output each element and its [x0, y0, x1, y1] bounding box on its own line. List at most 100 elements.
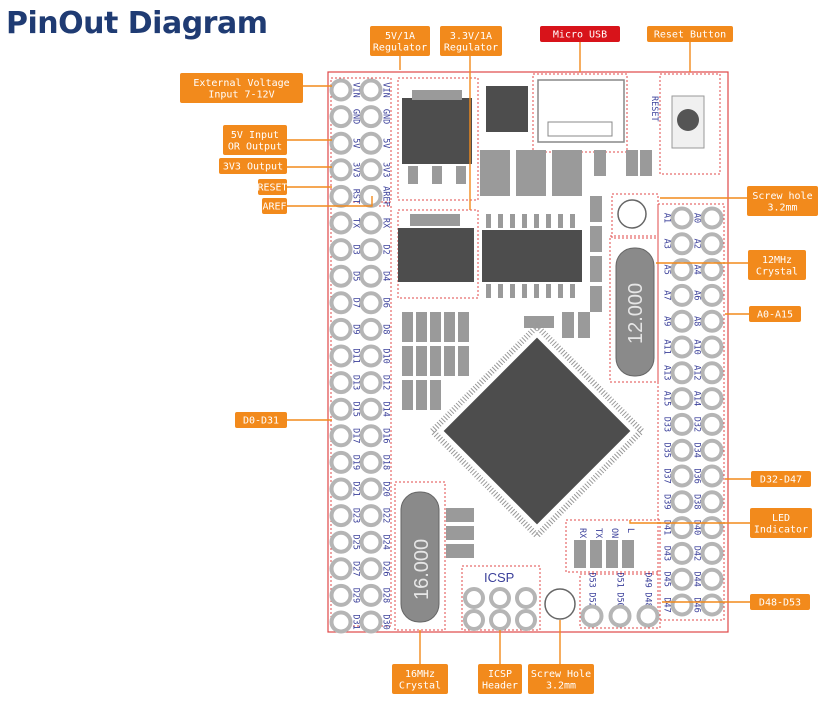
pin-d27 — [329, 557, 353, 581]
pin-label-d12: D12 — [381, 375, 391, 390]
passive — [578, 312, 590, 338]
passive — [416, 312, 427, 342]
pin-label-d52: D52 — [587, 592, 597, 607]
pin-d14 — [359, 397, 383, 421]
regulator-5v-lead — [456, 166, 466, 184]
pin-d19 — [329, 450, 353, 474]
pin-d20 — [359, 477, 383, 501]
pin-label-a12: A12 — [692, 365, 702, 380]
screw-hole-top-frame — [611, 193, 659, 239]
pin-label-5v: 5V — [381, 138, 391, 148]
pin-label-d20: D20 — [381, 481, 391, 496]
callout-text: D0-D31 — [243, 416, 279, 427]
passive — [590, 256, 602, 282]
passive — [416, 380, 427, 410]
pin-label-d22: D22 — [381, 508, 391, 523]
regulator-5v-lead — [432, 166, 442, 184]
pin-label-d15: D15 — [351, 402, 361, 417]
pin-a11 — [670, 335, 694, 359]
usb-diode — [486, 86, 528, 132]
pin-d4 — [359, 264, 383, 288]
pin-label-d51: D51 — [615, 572, 625, 587]
led-label-l: L — [625, 528, 635, 533]
right-header — [657, 203, 725, 621]
pin-d21 — [329, 477, 353, 501]
passive — [402, 312, 413, 342]
ic-pin — [546, 214, 551, 228]
pin-label-d23: D23 — [351, 508, 361, 523]
pin-d10 — [359, 344, 383, 368]
pin-d29 — [329, 583, 353, 607]
pin-label-rx: RX — [381, 218, 391, 229]
pin-tx — [329, 211, 353, 235]
pin-label-d5: D5 — [351, 271, 361, 281]
pin-label-d11: D11 — [351, 348, 361, 363]
smd — [594, 150, 606, 176]
pin-label-d48: D48 — [643, 592, 653, 607]
passive — [430, 312, 441, 342]
pin-label-a10: A10 — [692, 339, 702, 354]
pin-label-gnd: GND — [381, 109, 391, 124]
pin-5v — [329, 131, 353, 155]
led-label-tx: TX — [593, 528, 603, 539]
pin-d23 — [329, 504, 353, 528]
callout-text: Regulator — [444, 42, 498, 53]
pin-rx — [359, 211, 383, 235]
pin-a3 — [670, 232, 694, 256]
callout-text: Crystal — [756, 266, 798, 277]
usb-serial-ic — [482, 230, 582, 282]
pin-label-a0: A0 — [692, 213, 702, 223]
pin-gnd — [359, 105, 383, 129]
passive — [430, 346, 441, 376]
regulator-5v-chip — [402, 98, 472, 164]
passive — [524, 316, 554, 328]
callout-text: 3.2mm — [767, 202, 797, 213]
passive — [562, 312, 574, 338]
regulator-3v3-chip — [398, 228, 474, 282]
pin-label-d43: D43 — [662, 546, 672, 561]
passive — [402, 346, 413, 376]
icsp-pin — [489, 587, 511, 609]
pin-label-d34: D34 — [692, 443, 702, 458]
pin-d34 — [700, 438, 724, 462]
pin-a2 — [700, 232, 724, 256]
pin-label-d13: D13 — [351, 375, 361, 390]
pin-d28 — [359, 583, 383, 607]
ic-pin — [558, 214, 563, 228]
pin-d6 — [359, 291, 383, 315]
ic-pin — [486, 214, 491, 228]
callout-a0-a15: A0-A15 — [749, 306, 801, 322]
callout-text: LED — [772, 513, 790, 524]
pin-a5 — [670, 258, 694, 282]
ic-pin — [498, 284, 503, 298]
pin-d44 — [700, 567, 724, 591]
pin-label-d46: D46 — [692, 597, 702, 612]
callout-reset-button: Reset Button — [647, 26, 733, 42]
passive — [446, 544, 474, 558]
pin-label-a9: A9 — [662, 316, 672, 326]
callout-v3v3-out: 3V3 Output — [219, 158, 287, 174]
pin-label-a3: A3 — [662, 239, 672, 249]
ic-pin — [522, 214, 527, 228]
pin-label-d18: D18 — [381, 455, 391, 470]
pin-label-d8: D8 — [381, 324, 391, 334]
leader-line — [629, 520, 750, 524]
pin-label-5v: 5V — [351, 138, 361, 148]
smd — [626, 150, 638, 176]
crystal-16mhz — [400, 491, 440, 623]
pin-label-3v3: 3V3 — [381, 162, 391, 177]
pin-label-gnd: GND — [351, 109, 361, 124]
callout-d0-d31: D0-D31 — [235, 412, 287, 428]
callout-text: Reset Button — [654, 30, 726, 41]
pin-d3 — [329, 238, 353, 262]
passive — [430, 380, 441, 410]
led-label-on: ON — [609, 528, 619, 538]
passive-components — [402, 196, 602, 558]
passive — [444, 312, 455, 342]
pin-d2 — [359, 238, 383, 262]
